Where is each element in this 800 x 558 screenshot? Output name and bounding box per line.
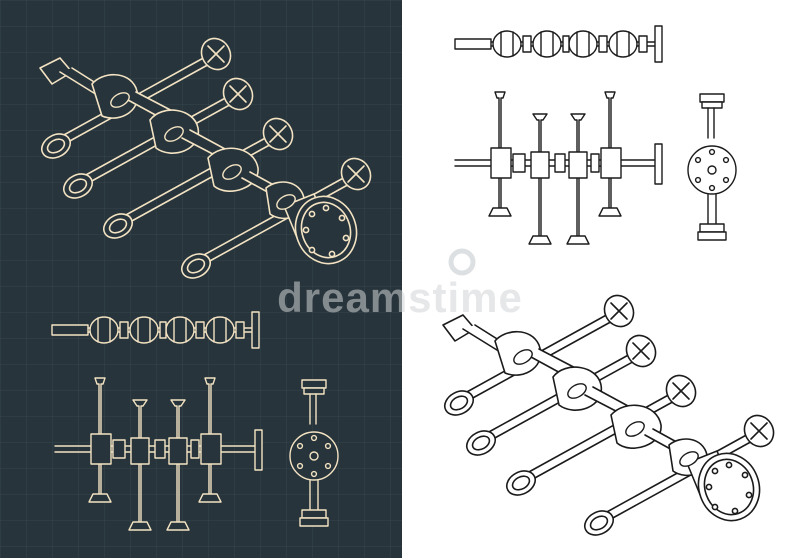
dark-blueprint-panel xyxy=(0,0,402,558)
watermark-text: dreamstime xyxy=(277,274,523,321)
watermark: dreamstime xyxy=(277,248,523,321)
watermark-logo-icon xyxy=(448,248,476,276)
light-blueprint-panel xyxy=(402,0,800,558)
